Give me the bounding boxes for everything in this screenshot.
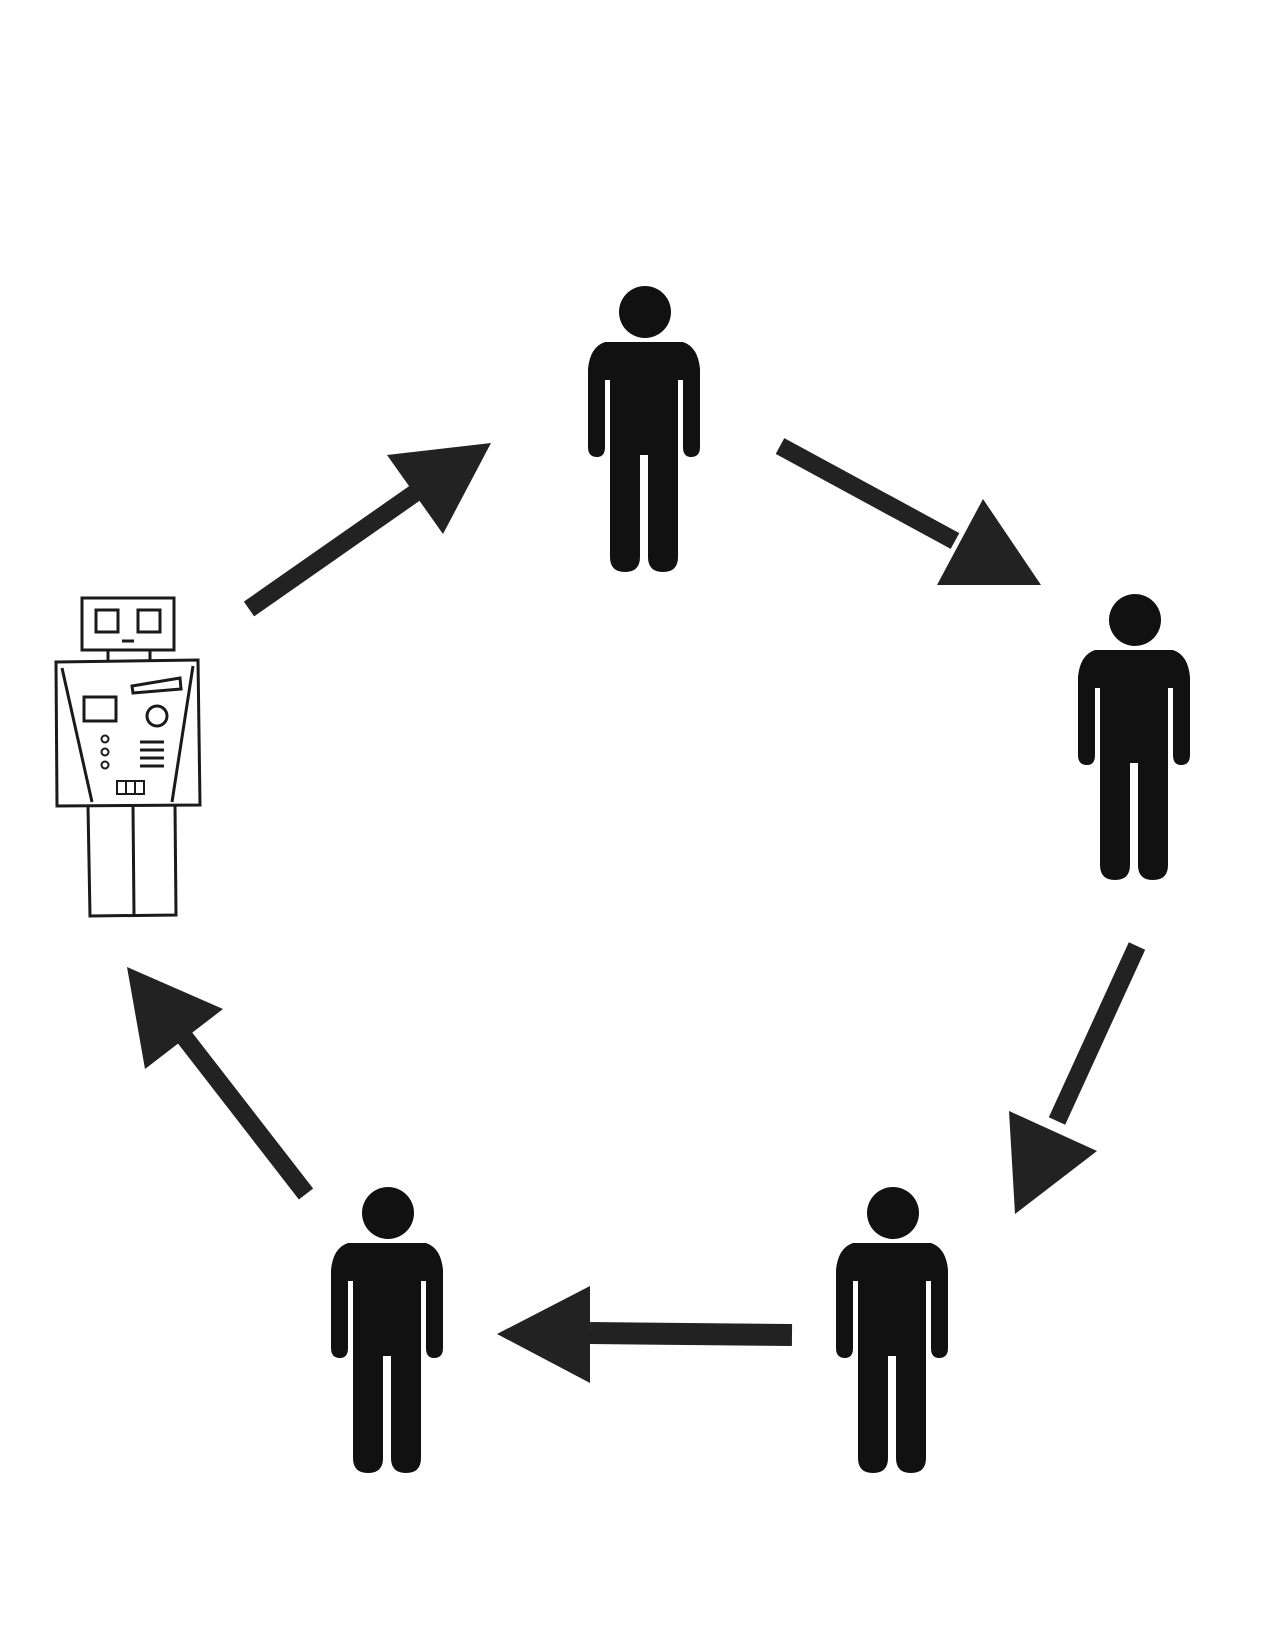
robot-legs: [86, 804, 178, 918]
arrow-robot-to-top: [243, 443, 491, 617]
person-icon-top: [588, 286, 700, 572]
robot-light-1: [100, 734, 110, 744]
robot-light-2: [100, 747, 110, 757]
robot-torso-lines: [60, 665, 195, 803]
arrow-right-to-bottom-right: [1009, 942, 1146, 1214]
robot-eye-left: [94, 608, 120, 634]
robot-icon: [54, 596, 202, 918]
robot-vent: [140, 740, 164, 768]
robot-buttons: [116, 780, 145, 795]
person-icon-bottom-right: [836, 1187, 948, 1473]
person-icon-right: [1078, 594, 1190, 880]
robot-light-3: [100, 760, 110, 770]
arrow-bottom-right-to-bottom-left: [497, 1286, 793, 1383]
robot-torso: [54, 658, 202, 808]
robot-panel: [82, 695, 118, 723]
arrow-bottom-left-to-robot: [127, 967, 314, 1200]
arrow-top-to-right: [775, 438, 1041, 585]
robot-head: [80, 596, 176, 652]
robot-leg-divider: [131, 805, 136, 916]
robot-dial: [145, 704, 169, 728]
person-icon-bottom-left: [331, 1187, 443, 1473]
robot-buttons-dividers: [125, 781, 136, 794]
robot-slot: [130, 676, 183, 695]
robot-eye-right: [136, 608, 162, 634]
